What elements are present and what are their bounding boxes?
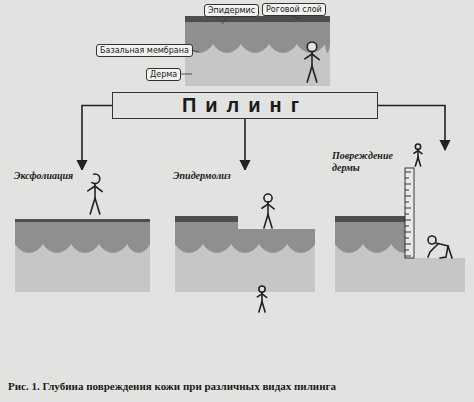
ruler-tick [405, 190, 409, 191]
callout-label: Эпидермис [208, 6, 255, 15]
stratum-corneum [15, 216, 150, 222]
ruler-tick [405, 226, 409, 227]
stick-figure [257, 286, 266, 312]
ruler-tick [405, 250, 409, 251]
exfoliated-layer [14, 215, 151, 219]
ruler-tick [405, 238, 409, 239]
layer-callout: Дерма [146, 68, 181, 81]
peeling-panel: Повреждение дермы [331, 150, 469, 292]
callout-label: Роговой слой [266, 5, 322, 14]
ruler-tick [405, 184, 411, 185]
peeling-panel: Эпидермолиз [172, 170, 318, 292]
removed-layer [238, 215, 316, 229]
ruler-tick [405, 172, 411, 173]
epidermis [335, 216, 465, 292]
depth-ruler [405, 168, 414, 258]
callout-label: Базальная мембрана [100, 46, 189, 55]
band-title: Пилинг [182, 94, 308, 116]
stick-figure [414, 144, 422, 166]
stick-figure [262, 194, 274, 228]
ruler-tick [405, 256, 411, 257]
kneeling-figure [428, 236, 452, 258]
panel-heading: Эксфолиация [13, 170, 93, 182]
dermis [15, 244, 150, 292]
callout-pointers [178, 15, 300, 74]
skin-layers [14, 16, 466, 292]
peeling-panel: Эксфолиация [13, 170, 153, 292]
ruler-tick [405, 208, 411, 209]
panel-heading: Эпидермолиз [172, 170, 252, 182]
ruler-tick [405, 202, 409, 203]
ruler-tick [405, 196, 411, 197]
ruler-tick [405, 220, 411, 221]
ruler-tick [405, 214, 409, 215]
ruler-tick [405, 244, 411, 245]
branch-arrow [244, 119, 246, 170]
epidermis [185, 16, 330, 86]
branch-arrow [378, 106, 445, 151]
ruler-tick [405, 232, 411, 233]
branch-arrow [82, 106, 112, 171]
layer-callout: Роговой слой [262, 3, 326, 16]
ruler-tick [405, 178, 409, 179]
figure-caption: Рис. 1. Глубина повреждения кожи при раз… [8, 380, 336, 392]
dermis [175, 244, 315, 292]
layer-callout: Эпидермис [204, 4, 259, 17]
layer-callout: Базальная мембрана [96, 44, 193, 57]
stick-figures [88, 42, 452, 312]
epidermis [15, 216, 150, 292]
epidermis [175, 216, 315, 292]
stick-figure [305, 42, 319, 82]
peeling-band: Пилинг [112, 92, 378, 119]
callout-label: Дерма [150, 70, 177, 79]
panel-heading: Повреждение дермы [331, 150, 397, 173]
